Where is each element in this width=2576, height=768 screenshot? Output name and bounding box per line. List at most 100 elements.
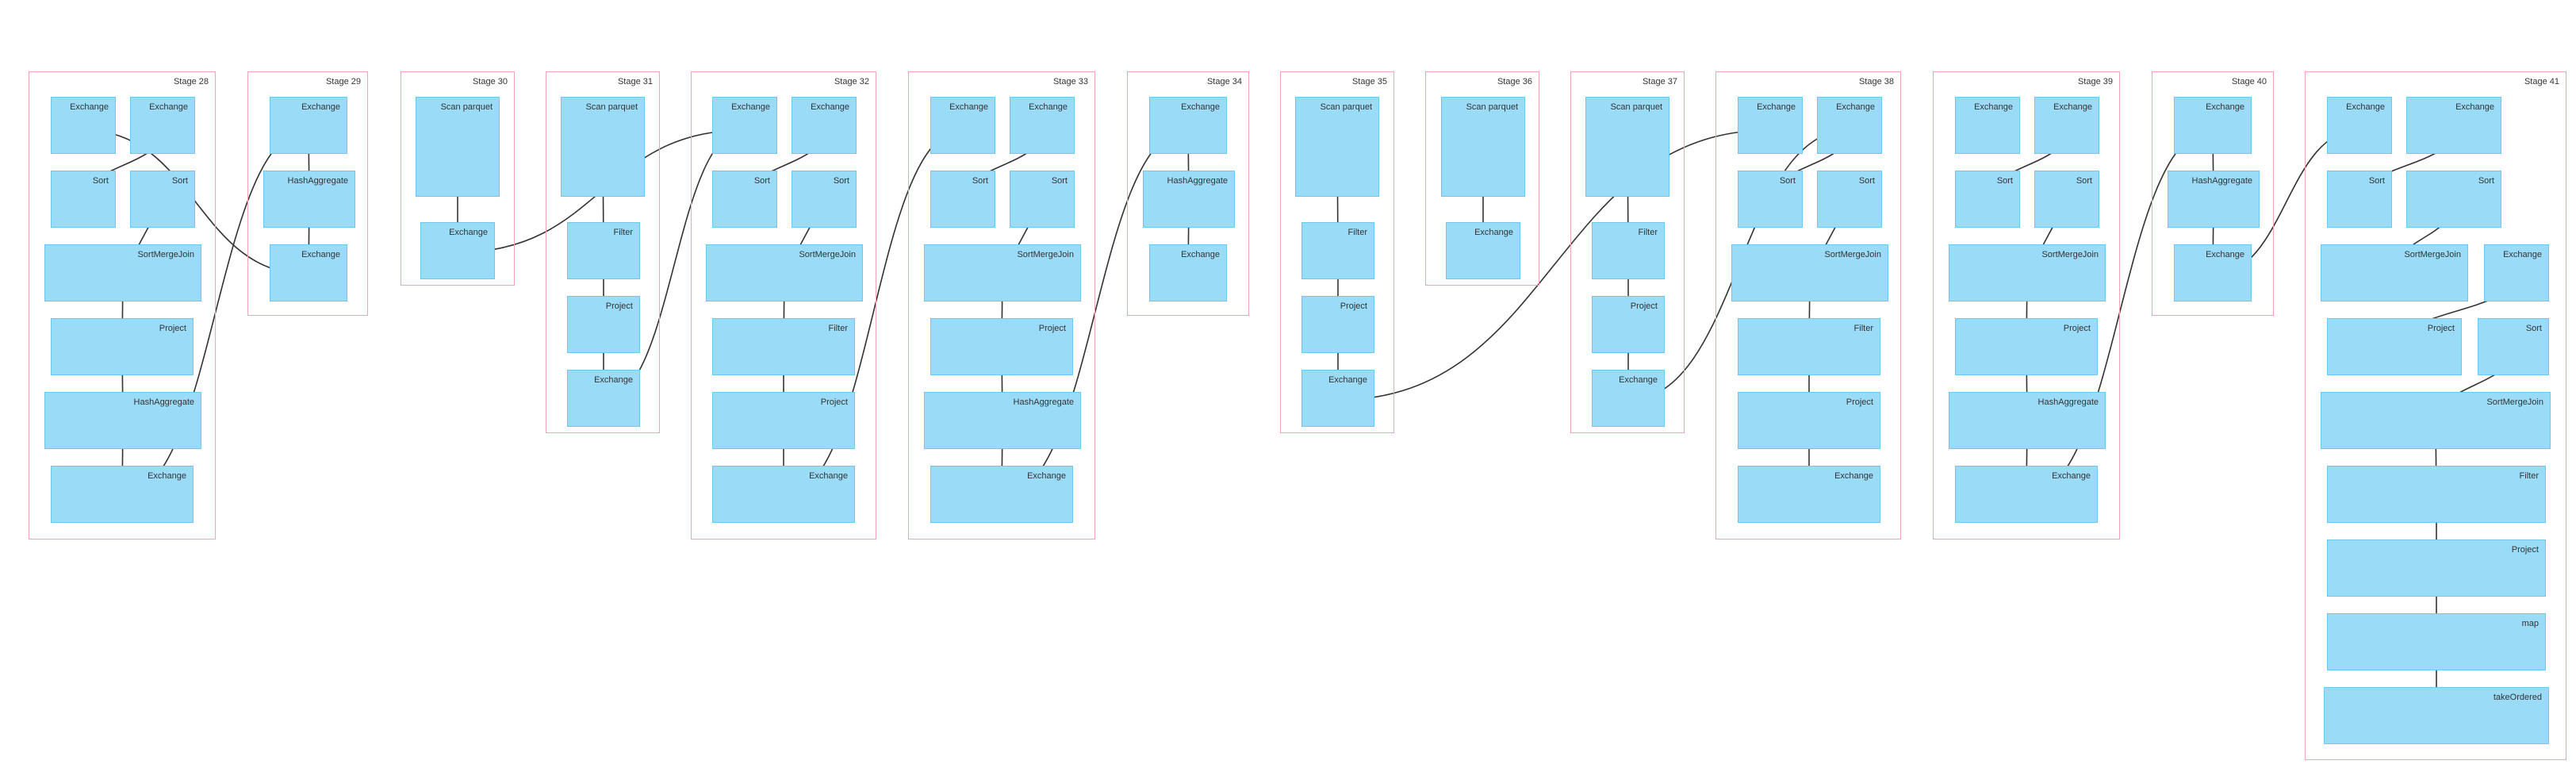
operator-hashaggregate[interactable]: HashAggregate [263,171,355,228]
operator-exchange[interactable]: Exchange [792,97,857,154]
operator-filter[interactable]: Filter [2327,466,2546,523]
operator-exchange[interactable]: Exchange [2406,97,2501,154]
operator-sort[interactable]: Sort [2478,318,2549,375]
stage-39[interactable]: Stage 39 [1933,71,2120,540]
stage-38[interactable]: Stage 38 [1715,71,1901,540]
operator-sort[interactable]: Sort [130,171,195,228]
operator-exchange[interactable]: Exchange [1446,222,1520,280]
operator-label: Filter [1347,228,1367,238]
operator-sort[interactable]: Sort [792,171,857,228]
operator-sortmergejoin[interactable]: SortMergeJoin [924,244,1081,301]
operator-filter[interactable]: Filter [712,318,855,375]
operator-sortmergejoin[interactable]: SortMergeJoin [2321,392,2551,449]
operator-project[interactable]: Project [51,318,194,375]
operator-project[interactable]: Project [1738,392,1880,449]
operator-exchange[interactable]: Exchange [51,97,116,154]
operator-exchange[interactable]: Exchange [1149,244,1227,301]
operator-exchange[interactable]: Exchange [1955,97,2020,154]
operator-sort[interactable]: Sort [2327,171,2392,228]
operator-exchange[interactable]: Exchange [930,97,995,154]
operator-sortmergejoin[interactable]: SortMergeJoin [44,244,201,301]
operator-project[interactable]: Project [1301,296,1374,354]
operator-sortmergejoin[interactable]: SortMergeJoin [1731,244,1888,301]
operator-project[interactable]: Project [2327,318,2462,375]
stage-36[interactable]: Stage 36 [1425,71,1539,286]
operator-exchange[interactable]: Exchange [1817,97,1882,154]
stage-title: Stage 34 [1206,77,1242,86]
operator-exchange[interactable]: Exchange [51,466,194,523]
operator-exchange[interactable]: Exchange [1301,370,1374,428]
operator-exchange[interactable]: Exchange [1149,97,1227,154]
stage-41[interactable]: Stage 41 [2305,71,2566,760]
operator-takeordered[interactable]: takeOrdered [2324,687,2549,744]
operator-exchange[interactable]: Exchange [567,370,640,428]
operator-exchange[interactable]: Exchange [420,222,495,280]
operator-exchange[interactable]: Exchange [1955,466,2098,523]
stage-28[interactable]: Stage 28 [29,71,216,540]
stage-33[interactable]: Stage 33 [908,71,1095,540]
operator-scan-parquet[interactable]: Scan parquet [1585,97,1669,197]
operator-sort[interactable]: Sort [930,171,995,228]
operator-label: Project [2063,324,2091,333]
operator-label: Exchange [2053,102,2092,112]
operator-scan-parquet[interactable]: Scan parquet [561,97,645,197]
operator-sort[interactable]: Sort [712,171,777,228]
operator-sort[interactable]: Sort [1010,171,1075,228]
stage-30[interactable]: Stage 30 [401,71,515,286]
operator-sort[interactable]: Sort [1955,171,2020,228]
operator-exchange[interactable]: Exchange [130,97,195,154]
operator-hashaggregate[interactable]: HashAggregate [2168,171,2260,228]
operator-project[interactable]: Project [930,318,1073,375]
operator-sort[interactable]: Sort [51,171,116,228]
operator-exchange[interactable]: Exchange [2174,97,2252,154]
operator-exchange[interactable]: Exchange [930,466,1073,523]
operator-filter[interactable]: Filter [1301,222,1374,280]
operator-sort[interactable]: Sort [1817,171,1882,228]
operator-project[interactable]: Project [1592,296,1665,354]
operator-filter[interactable]: Filter [567,222,640,280]
operator-sort[interactable]: Sort [2406,171,2501,228]
operator-sort[interactable]: Sort [2034,171,2099,228]
operator-project[interactable]: Project [1955,318,2098,375]
operator-scan-parquet[interactable]: Scan parquet [1441,97,1525,197]
operator-hashaggregate[interactable]: HashAggregate [1143,171,1235,228]
operator-exchange[interactable]: Exchange [2034,97,2099,154]
operator-label: Scan parquet [1610,102,1662,112]
operator-filter[interactable]: Filter [1738,318,1880,375]
stage-40[interactable]: Stage 40 [2152,71,2274,316]
operator-hashaggregate[interactable]: HashAggregate [924,392,1081,449]
stage-31[interactable]: Stage 31 [546,71,660,433]
stage-32[interactable]: Stage 32 [691,71,876,540]
operator-filter[interactable]: Filter [1592,222,1665,280]
operator-hashaggregate[interactable]: HashAggregate [44,392,201,449]
operator-exchange[interactable]: Exchange [2484,244,2549,301]
operator-exchange[interactable]: Exchange [270,97,347,154]
operator-exchange[interactable]: Exchange [712,466,855,523]
operator-map[interactable]: map [2327,613,2546,670]
operator-exchange[interactable]: Exchange [2327,97,2392,154]
operator-sortmergejoin[interactable]: SortMergeJoin [2321,244,2468,301]
stage-37[interactable]: Stage 37 [1570,71,1685,433]
operator-sortmergejoin[interactable]: SortMergeJoin [1949,244,2106,301]
operator-exchange[interactable]: Exchange [270,244,347,301]
operator-project[interactable]: Project [2327,540,2546,597]
operator-scan-parquet[interactable]: Scan parquet [1295,97,1379,197]
operator-exchange[interactable]: Exchange [712,97,777,154]
operator-exchange[interactable]: Exchange [1738,97,1803,154]
stage-29[interactable]: Stage 29 [247,71,368,316]
operator-sortmergejoin[interactable]: SortMergeJoin [706,244,863,301]
stage-34[interactable]: Stage 34 [1127,71,1249,316]
operator-hashaggregate[interactable]: HashAggregate [1949,392,2106,449]
operator-sort[interactable]: Sort [1738,171,1803,228]
operator-exchange[interactable]: Exchange [1010,97,1075,154]
operator-exchange[interactable]: Exchange [2174,244,2252,301]
stage-35[interactable]: Stage 35 [1280,71,1394,433]
operator-label: Exchange [949,102,988,112]
operator-project[interactable]: Project [712,392,855,449]
operator-label: Exchange [2206,250,2244,259]
operator-scan-parquet[interactable]: Scan parquet [416,97,500,197]
operator-exchange[interactable]: Exchange [1738,466,1880,523]
operator-project[interactable]: Project [567,296,640,354]
operator-exchange[interactable]: Exchange [1592,370,1665,428]
stage-title: Stage 40 [2231,77,2267,86]
